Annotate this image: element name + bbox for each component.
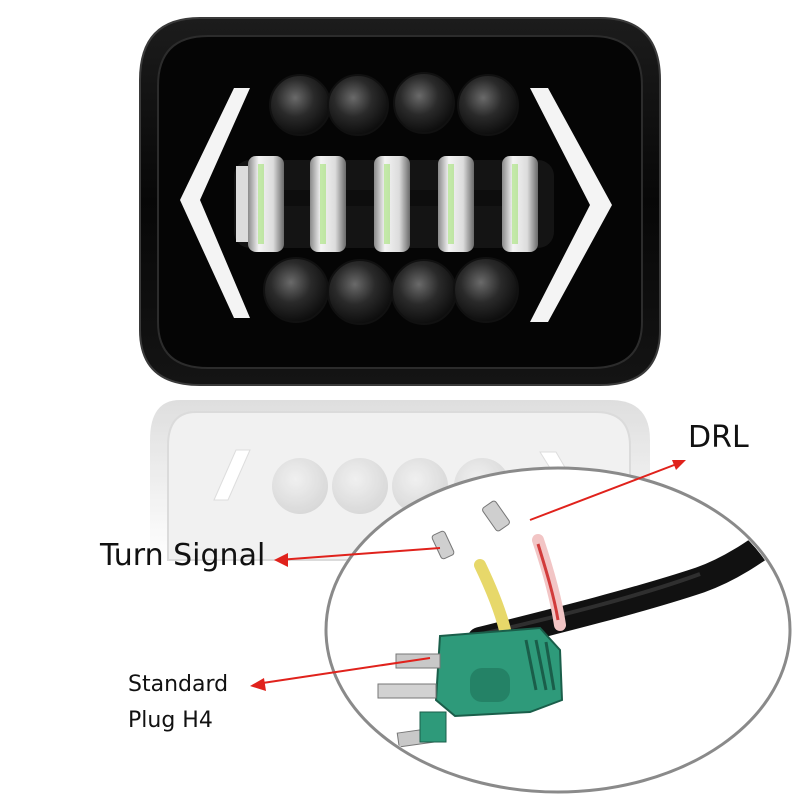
- top-lens-row: [269, 72, 519, 136]
- bottom-lens-row: [263, 257, 519, 325]
- turn-signal-label: Turn Signal: [100, 538, 266, 573]
- plug-inset: [324, 466, 792, 794]
- right-drl-arrow: [530, 88, 612, 322]
- drl-label: DRL: [688, 420, 749, 455]
- h4-plug-connector: [377, 626, 564, 748]
- headlight: [139, 17, 661, 386]
- plug-h4-label: Plug H4: [128, 708, 213, 733]
- left-drl-arrow: [180, 88, 250, 318]
- callout-arrows: [250, 460, 686, 691]
- middle-led-bar: [234, 156, 554, 252]
- standard-label: Standard: [128, 672, 229, 697]
